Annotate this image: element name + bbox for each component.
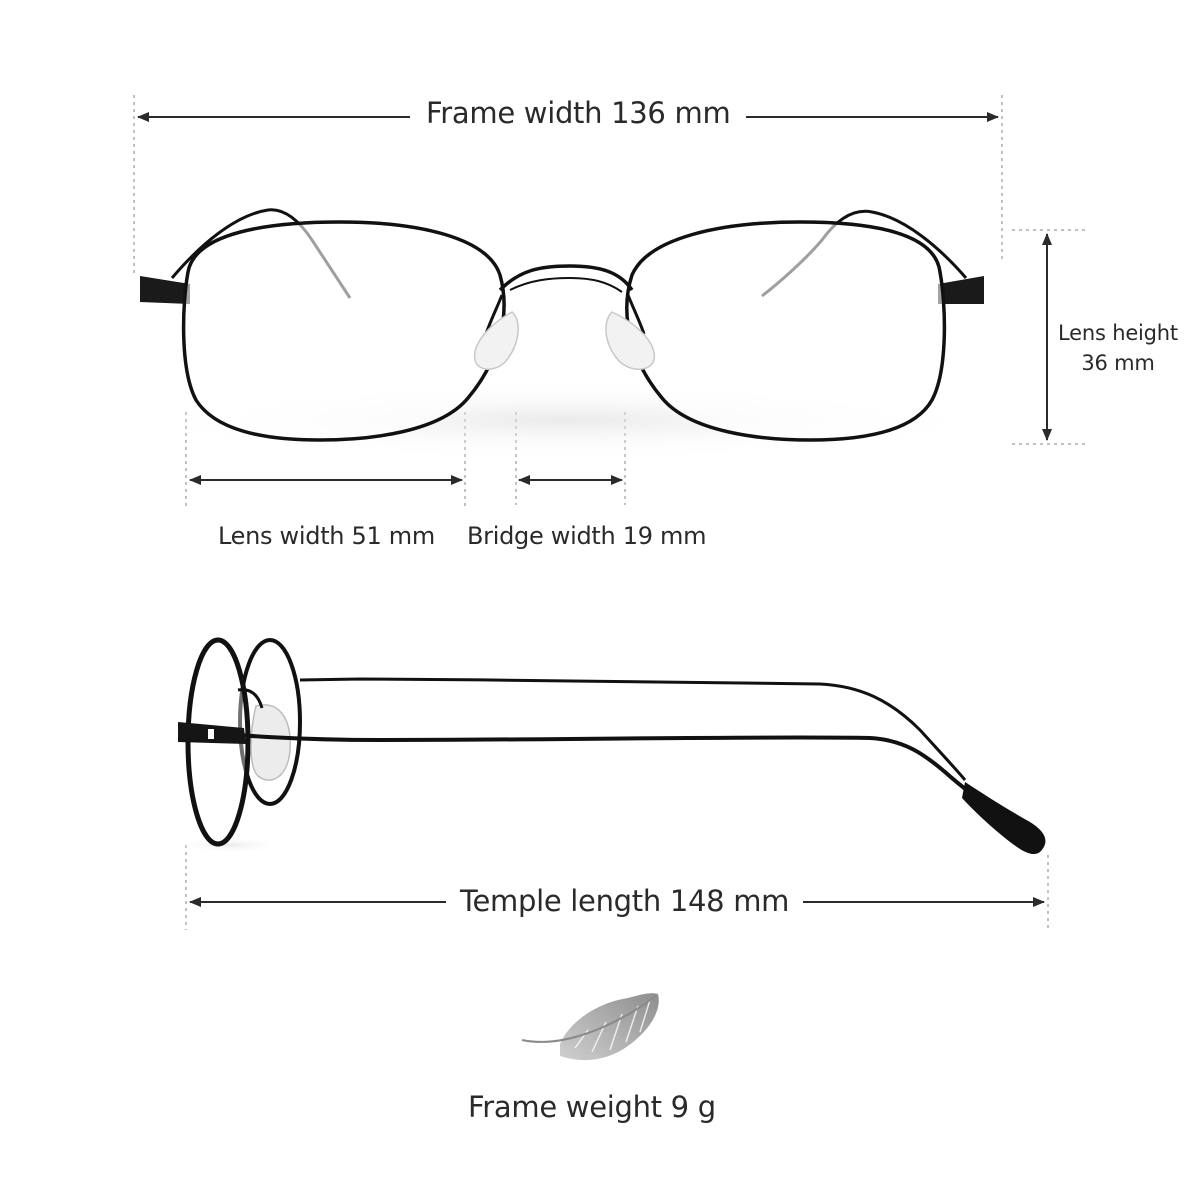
frame-width-label: Frame width 136 mm — [410, 96, 747, 130]
right-nose-pad — [605, 311, 656, 370]
side-pad-arm — [237, 688, 264, 709]
feather-barbs — [574, 999, 651, 1053]
bridge-lower — [509, 276, 623, 293]
feather-shaft — [521, 995, 657, 1043]
side-guides — [185, 845, 1049, 930]
far-temple — [299, 677, 967, 781]
left-hinge — [140, 276, 190, 304]
glasses-side-view — [175, 637, 1046, 855]
side-nose-pad — [250, 704, 291, 781]
lens-height-value: 36 mm — [1081, 351, 1155, 375]
glasses-front-view — [125, 208, 1005, 460]
back-lens-rim — [238, 638, 302, 806]
near-temple — [181, 728, 1012, 824]
lens-height-label: Lens height 36 mm — [1058, 318, 1178, 378]
bridge-width-label: Bridge width 19 mm — [467, 522, 707, 550]
bridge — [498, 264, 634, 292]
right-pad-arm — [626, 294, 646, 335]
side-shadow — [175, 837, 285, 853]
lens-width-label: Lens width 51 mm — [218, 522, 435, 550]
lens-height-title: Lens height — [1058, 321, 1178, 345]
right-hinge — [938, 276, 984, 304]
right-lens-rim — [625, 220, 947, 442]
temple-length-label: Temple length 148 mm — [446, 884, 804, 918]
left-nose-pad — [473, 311, 519, 370]
left-lens-rim — [181, 220, 506, 442]
frame-weight-label: Frame weight 9 g — [468, 1090, 716, 1124]
side-hinge-detail — [208, 729, 214, 739]
feather-vane — [560, 993, 659, 1061]
temple-tip — [962, 782, 1046, 855]
feather-icon — [521, 993, 659, 1061]
